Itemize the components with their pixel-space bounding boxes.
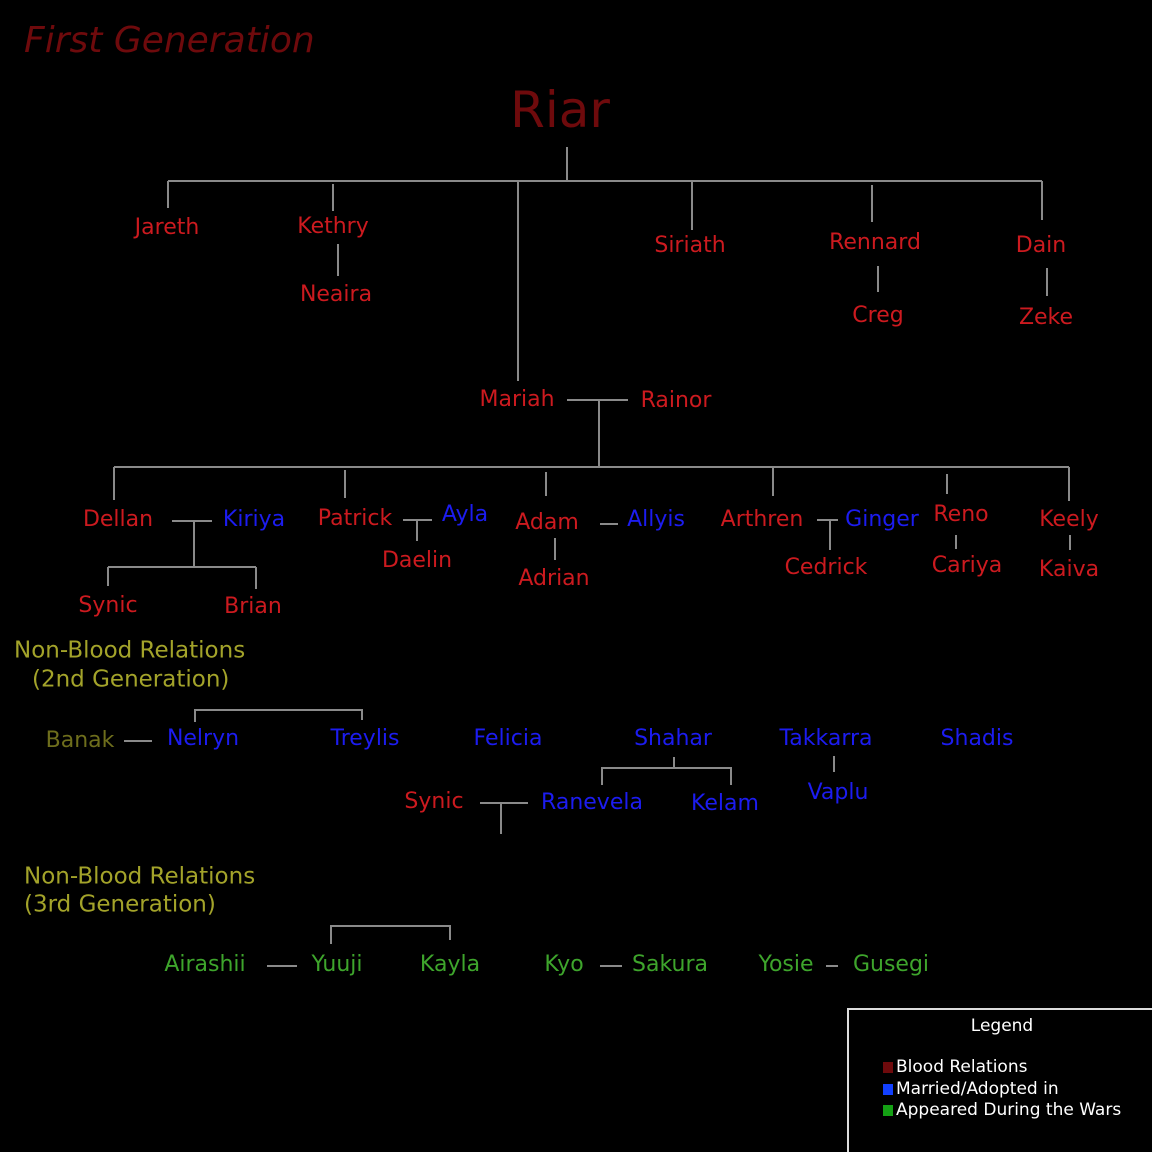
node-allyis: Allyis xyxy=(627,507,685,532)
node-dellan: Dellan xyxy=(82,507,154,532)
node-kiriya: Kiriya xyxy=(222,507,286,532)
legend-label: Blood Relations xyxy=(896,1057,1028,1077)
node-cedrick: Cedrick xyxy=(784,555,868,580)
section-heading-2nd-gen: Non-Blood Relations xyxy=(14,637,246,664)
node-treylis: Treylis xyxy=(330,726,400,751)
node-synic: Synic xyxy=(78,593,138,618)
node-vaplu: Vaplu xyxy=(807,780,869,805)
section-subheading-2nd-gen: (2nd Generation) xyxy=(32,666,230,693)
node-shahar: Shahar xyxy=(634,726,712,751)
node-sakura: Sakura xyxy=(632,952,708,977)
node-airashii: Airashii xyxy=(164,952,246,977)
node-kethry: Kethry xyxy=(297,214,369,239)
node-mariah: Mariah xyxy=(479,387,555,412)
legend-item-married: Married/Adopted in xyxy=(883,1079,1059,1099)
node-keely: Keely xyxy=(1039,507,1099,532)
node-yosie: Yosie xyxy=(758,952,814,977)
node-cariya: Cariya xyxy=(931,553,1003,578)
node-siriath: Siriath xyxy=(654,233,726,258)
node-nelryn: Nelryn xyxy=(166,726,240,751)
node-jareth: Jareth xyxy=(134,215,200,240)
node-rennard: Rennard xyxy=(829,230,921,255)
legend-swatch xyxy=(883,1061,893,1073)
node-shadis: Shadis xyxy=(940,726,1014,751)
node-reno: Reno xyxy=(933,502,989,527)
node-banak: Banak xyxy=(45,728,115,753)
legend: Legend Blood Relations Married/Adopted i… xyxy=(847,1008,1152,1152)
node-ranevela: Ranevela xyxy=(541,790,643,815)
node-adam: Adam xyxy=(515,510,579,535)
section-heading-3rd-gen: Non-Blood Relations xyxy=(24,863,256,890)
node-kelam: Kelam xyxy=(691,791,759,816)
node-takkarra: Takkarra xyxy=(779,726,873,751)
node-dain: Dain xyxy=(1015,233,1067,258)
node-ginger: Ginger xyxy=(845,507,919,532)
node-arthren: Arthren xyxy=(720,507,804,532)
node-zeke: Zeke xyxy=(1018,305,1074,330)
node-yuuji: Yuuji xyxy=(311,952,363,977)
legend-item-blood: Blood Relations xyxy=(883,1057,1027,1077)
legend-swatch xyxy=(883,1083,893,1095)
node-creg: Creg xyxy=(852,303,904,328)
node-adrian: Adrian xyxy=(518,566,590,591)
node-kaiva: Kaiva xyxy=(1038,557,1100,582)
node-brian: Brian xyxy=(224,594,282,619)
node-patrick: Patrick xyxy=(317,506,393,531)
node-kyo: Kyo xyxy=(544,952,584,977)
node-rainor: Rainor xyxy=(640,388,712,413)
node-riar: Riar xyxy=(510,81,610,139)
node-gusegi: Gusegi xyxy=(852,952,930,977)
legend-title: Legend xyxy=(970,1016,1034,1036)
section-subheading-3rd-gen: (3rd Generation) xyxy=(24,891,216,918)
legend-swatch xyxy=(883,1104,893,1116)
node-synic-2: Synic xyxy=(404,789,464,814)
node-daelin: Daelin xyxy=(381,548,453,573)
legend-label: Appeared During the Wars xyxy=(896,1100,1122,1120)
node-kayla: Kayla xyxy=(419,952,481,977)
node-neaira: Neaira xyxy=(299,282,373,307)
legend-label: Married/Adopted in xyxy=(896,1079,1059,1099)
node-ayla: Ayla xyxy=(441,502,489,527)
page-title: First Generation xyxy=(24,20,315,61)
legend-item-wars: Appeared During the Wars xyxy=(883,1100,1121,1120)
node-felicia: Felicia xyxy=(473,726,543,751)
